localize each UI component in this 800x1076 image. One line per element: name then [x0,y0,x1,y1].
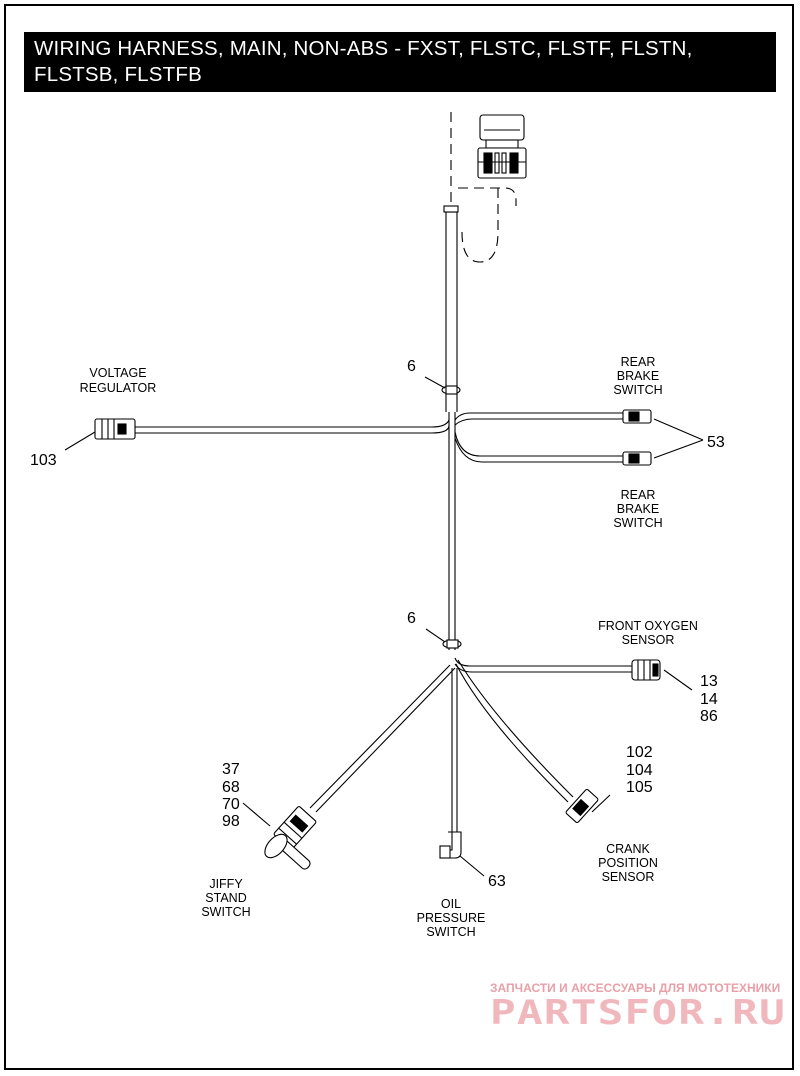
rear-brake-switch-label-top: REAR BRAKE SWITCH [613,355,662,397]
svg-text:STAND: STAND [205,891,246,905]
svg-text:JIFFY: JIFFY [209,877,243,891]
svg-text:POSITION: POSITION [598,856,658,870]
voltage-regulator-label: VOLTAGE REGULATOR [80,366,157,395]
svg-text:OIL: OIL [441,897,461,911]
clip-upper [424,376,461,395]
watermark: ЗАПЧАСТИ И АКСЕССУАРЫ ДЛЯ МОТОТЕХНИКИ PA… [490,981,786,1033]
clip-lower [425,628,462,649]
svg-text:86: 86 [700,708,718,725]
svg-text:14: 14 [700,691,718,708]
svg-text:105: 105 [626,779,653,796]
main-connector [450,112,527,263]
svg-text:REAR: REAR [621,488,656,502]
svg-text:37: 37 [222,761,240,778]
front-oxygen-sensor-label: FRONT OXYGEN SENSOR [598,619,698,647]
oil-pressure-switch-label: OIL PRESSURE SWITCH [417,897,486,939]
svg-text:104: 104 [626,762,653,779]
oil-pressure-switch-branch [439,668,485,877]
main-harness-trunk [443,205,459,650]
svg-text:PARTSFOR.RU: PARTSFOR.RU [490,993,786,1033]
svg-text:CRANK: CRANK [606,842,650,856]
svg-text:70: 70 [222,796,240,813]
svg-text:SENSOR: SENSOR [622,633,675,647]
svg-text:BRAKE: BRAKE [617,369,659,383]
svg-text:SENSOR: SENSOR [602,870,655,884]
callout-rear-brake-switch: 53 [707,434,725,451]
crank-position-sensor-branch [455,659,611,823]
diagram-frame [4,4,794,1070]
svg-text:SWITCH: SWITCH [613,383,662,397]
callout-front-oxygen-sensor: 13 14 86 [700,673,718,725]
svg-text:SWITCH: SWITCH [201,905,250,919]
callout-clip-lower: 6 [407,610,416,627]
svg-text:VOLTAGE: VOLTAGE [89,366,146,380]
svg-text:REAR: REAR [621,355,656,369]
rear-brake-switch-branch [454,409,704,466]
callout-oil-pressure-switch: 63 [488,873,506,890]
rear-brake-switch-label-bottom: REAR BRAKE SWITCH [613,488,662,530]
svg-text:68: 68 [222,779,240,796]
callout-jiffy-stand-switch: 37 68 70 98 [222,761,240,830]
callout-clip-upper: 6 [407,358,416,375]
front-oxygen-sensor-branch [454,657,693,691]
svg-text:ЗАПЧАСТИ И АКСЕССУАРЫ ДЛЯ МОТО: ЗАПЧАСТИ И АКСЕССУАРЫ ДЛЯ МОТОТЕХНИКИ [490,981,780,995]
voltage-regulator-branch [64,418,450,451]
svg-text:98: 98 [222,813,240,830]
crank-position-sensor-label: CRANK POSITION SENSOR [598,842,658,884]
page-title: WIRING HARNESS, MAIN, NON-ABS - FXST, FL… [24,32,776,92]
svg-text:SWITCH: SWITCH [613,516,662,530]
callout-crank-position-sensor: 102 104 105 [626,744,653,796]
svg-text:PRESSURE: PRESSURE [417,911,486,925]
svg-text:102: 102 [626,744,653,761]
svg-text:FRONT OXYGEN: FRONT OXYGEN [598,619,698,633]
svg-text:SWITCH: SWITCH [426,925,475,939]
svg-text:REGULATOR: REGULATOR [80,381,157,395]
jiffy-stand-switch-branch [242,664,456,870]
callout-voltage-regulator: 103 [30,452,57,469]
svg-text:13: 13 [700,673,718,690]
jiffy-stand-switch-label: JIFFY STAND SWITCH [201,877,250,919]
svg-text:BRAKE: BRAKE [617,502,659,516]
